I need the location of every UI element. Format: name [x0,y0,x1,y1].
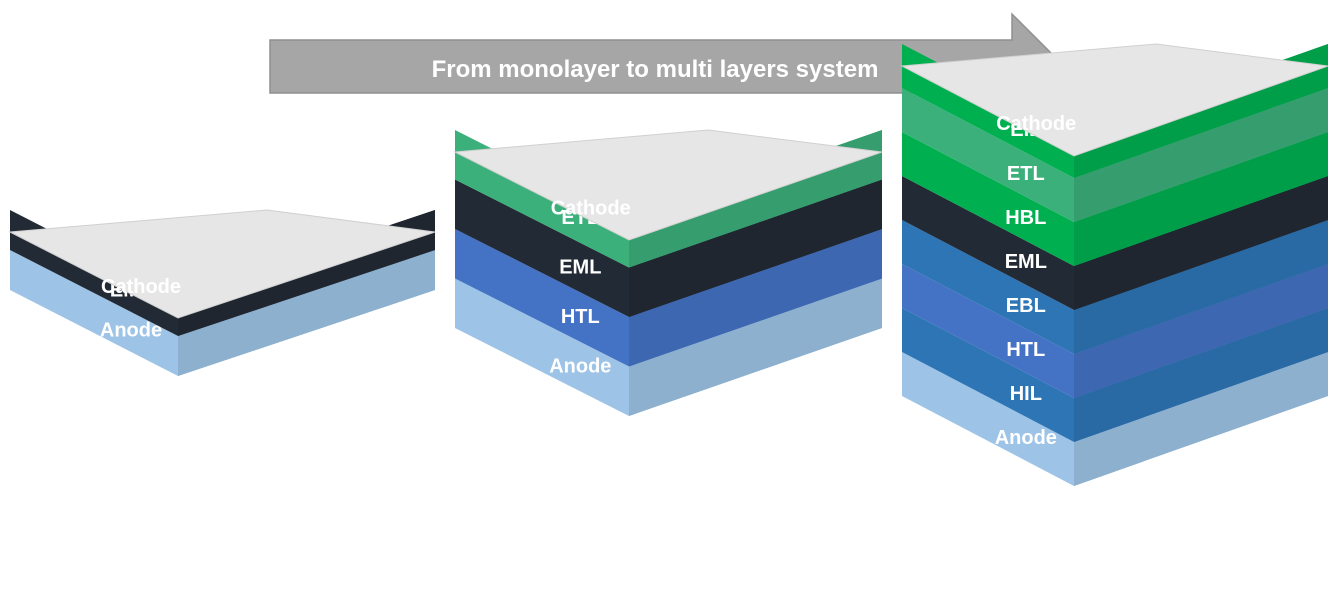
layer-eml-side [629,179,882,317]
layer-hil-label: HIL [1010,383,1042,405]
layer-hbl-label: HBL [1005,207,1046,229]
layer-hbl-side [1074,132,1328,266]
layer-htl-side [1074,264,1328,398]
layer-anode-label: Anode [100,320,162,342]
layer-anode-band [455,278,882,416]
progression-arrow-label: From monolayer to multi layers system [432,56,879,83]
layer-anode-side [629,278,882,416]
layer-anode-label: Anode [549,356,611,378]
progression-arrow: From monolayer to multi layers system [269,12,1066,120]
stack-multilayer: AnodeHILHTLEBLEMLHBLETLEILCathode [900,43,1329,486]
layer-anode-label: Anode [995,427,1057,449]
layer-etl-band [455,130,882,268]
layer-cathode-top [8,209,436,319]
layer-etl-side [1074,88,1328,222]
stack-monolayer: AnodeEMLCathode [8,209,436,376]
layer-htl-band [455,229,882,367]
layer-cathode-label: Cathode [996,113,1076,135]
layer-htl-label: HTL [561,306,600,328]
layer-htl-label: HTL [1006,339,1045,361]
layer-ebl-side [1074,220,1328,354]
layer-eml-side [1074,176,1328,310]
layer-anode-side [178,250,435,376]
layer-htl-side [629,229,882,367]
layer-etl-label: ETL [1007,163,1045,185]
layer-eml-label: EML [1005,251,1047,273]
layer-eml-label: EML [559,257,601,279]
layer-cathode-top [453,129,883,241]
layer-eml-band [455,179,882,317]
layer-hil-side [1074,308,1328,442]
layer-ebl-label: EBL [1006,295,1046,317]
layer-stacks: AnodeEMLCathodeAnodeHTLEMLETLCathodeAnod… [8,43,1329,486]
layer-cathode-label: Cathode [551,198,631,220]
layer-cathode-label: Cathode [101,276,181,298]
layer-cathode-top [900,43,1329,157]
layer-anode-side [1074,352,1328,486]
